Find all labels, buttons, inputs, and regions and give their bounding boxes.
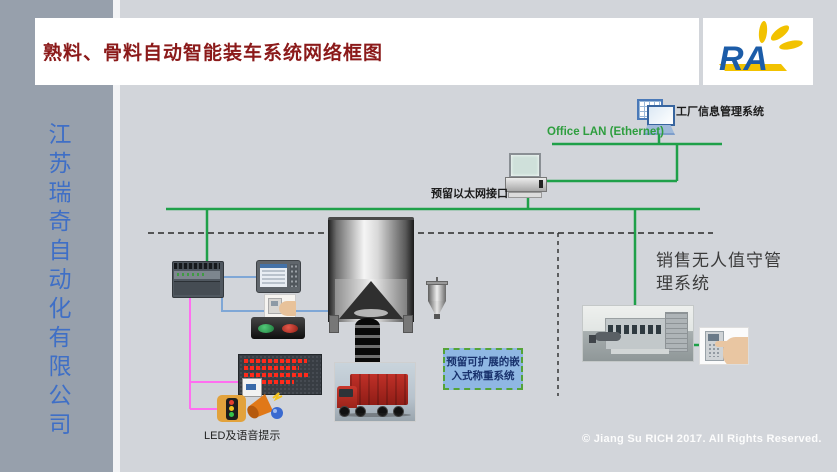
truck-cargo-box xyxy=(350,374,408,405)
drive-slot-icon xyxy=(539,180,543,188)
access-card-reader-photo xyxy=(699,327,749,365)
led-text-row xyxy=(244,373,311,377)
silo-discharge-disc xyxy=(354,309,388,317)
hmi-screen xyxy=(260,264,287,287)
silo-leg xyxy=(403,315,413,333)
hmi-key-column xyxy=(290,264,298,287)
reserved-ethernet-computer-icon xyxy=(503,153,547,198)
truck-wheel xyxy=(377,406,388,417)
plc-terminals xyxy=(174,263,220,269)
traffic-light-body xyxy=(225,397,238,420)
led-text-row xyxy=(244,359,308,363)
speaker-ball-highlight xyxy=(273,409,277,413)
hand-icon xyxy=(279,301,296,316)
green-button-icon xyxy=(258,323,274,333)
hopper-vent xyxy=(436,277,438,281)
tanker-truck xyxy=(595,332,621,341)
factory-info-computer-icon xyxy=(637,99,677,135)
start-stop-button-panel xyxy=(251,317,305,339)
led-display-board xyxy=(238,354,322,397)
small-hopper-icon xyxy=(426,277,448,319)
red-light xyxy=(229,400,234,405)
hmi-touch-panel xyxy=(256,260,301,293)
card-reader-screen xyxy=(708,334,719,341)
truck-wheel xyxy=(355,406,366,417)
hmi-header-bar xyxy=(260,264,287,268)
plc-field-line xyxy=(221,296,340,312)
copyright-text: © Jiang Su RICH 2017. All Rights Reserve… xyxy=(582,433,822,445)
truck-wheel xyxy=(339,406,350,417)
led-text-row xyxy=(244,366,299,370)
factory-info-system-label: 工厂信息管理系统 xyxy=(676,106,764,118)
speaker-ball xyxy=(271,407,283,419)
led-voice-prompt-label: LED及语音提示 xyxy=(204,430,281,442)
truck-shadow xyxy=(339,413,411,417)
laptop-screen-icon xyxy=(647,105,675,126)
computer-case-icon xyxy=(505,177,547,192)
logo-text: RA xyxy=(719,40,768,78)
plc-controller xyxy=(172,261,224,298)
logo-box: RA xyxy=(703,18,813,85)
station-window-band xyxy=(608,325,664,334)
tanker-cab xyxy=(589,335,596,343)
weighbridge-deck xyxy=(611,349,669,354)
truck-photo xyxy=(334,362,416,422)
led-text-row xyxy=(244,380,295,384)
truck-window xyxy=(339,389,353,397)
reader-screen xyxy=(271,301,278,306)
silo xyxy=(328,217,414,333)
finger xyxy=(715,341,729,347)
logo-leaf-icon xyxy=(779,40,803,50)
page-title: 熟料、骨料自动智能装车系统网络框图 xyxy=(43,43,384,64)
card-reader-keypad xyxy=(708,343,719,357)
logo-leaf-icon xyxy=(770,25,790,41)
title-banner: 熟料、骨料自动智能装车系统网络框图 xyxy=(35,18,699,85)
weighbridge-station-photo xyxy=(582,305,694,362)
horn-bell xyxy=(247,405,259,419)
unattended-sales-system-label: 销售无人值守管理系统 xyxy=(656,251,782,293)
red-button-icon xyxy=(282,323,298,333)
controller-chip xyxy=(246,384,256,390)
logo-leaf-icon xyxy=(758,21,768,43)
traffic-light-icon xyxy=(217,395,246,422)
sound-spark-icon xyxy=(272,392,283,402)
sidebar-divider xyxy=(113,0,120,472)
plc-lower-terminals xyxy=(174,281,220,295)
hmi-content-rows xyxy=(262,270,285,285)
card-swipe-photo xyxy=(264,294,296,319)
monitor-icon xyxy=(509,153,541,178)
loudspeaker-icon xyxy=(246,391,288,421)
truck-cab xyxy=(337,386,357,408)
green-light xyxy=(229,412,234,417)
hopper-flange xyxy=(426,281,448,285)
keyboard-icon xyxy=(508,192,542,198)
silo-leg xyxy=(329,315,339,333)
company-logo: RA xyxy=(719,21,803,78)
truck-wheel xyxy=(393,406,404,417)
hopper-body xyxy=(428,285,446,301)
reserved-ethernet-label: 预留以太网接口 xyxy=(431,188,508,200)
yellow-light xyxy=(229,406,234,411)
station-tower xyxy=(665,312,688,352)
company-name-vertical: 江苏瑞奇自动化有限公司 xyxy=(45,122,70,441)
embedded-weighing-system-box: 预留可扩展的嵌入式称重系统 xyxy=(443,348,523,390)
led-controller-card xyxy=(242,378,262,397)
hopper-outlet xyxy=(434,314,440,319)
laptop-base-icon xyxy=(643,125,675,135)
card-reader-device xyxy=(705,331,724,361)
plc-led-indicators xyxy=(177,273,207,276)
plc-status-strip xyxy=(174,271,220,279)
logo-bar xyxy=(719,64,787,71)
hand-icon xyxy=(715,337,748,364)
office-lan-label: Office LAN (Ethernet) xyxy=(547,126,664,138)
hopper-cone xyxy=(428,301,446,314)
